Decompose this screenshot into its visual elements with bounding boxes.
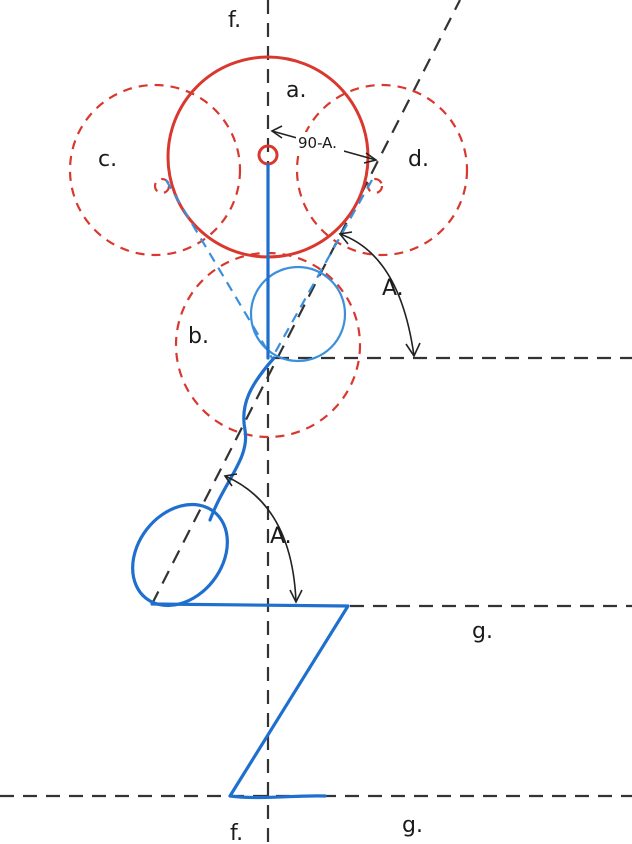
label-angle-lower: A. [270, 524, 292, 549]
dashed-link-to-c [165, 179, 273, 359]
arrowhead-upper-start [338, 231, 353, 245]
label-angle-upper: A. [382, 276, 404, 301]
circle-d [295, 83, 469, 257]
label-g-upper: g. [472, 619, 493, 644]
circle-c [68, 83, 242, 257]
label-f-top: f. [228, 8, 241, 33]
small-loop-right [366, 177, 384, 195]
hip-circle [249, 265, 347, 363]
label-90a-background [296, 132, 344, 152]
label-a: a. [286, 78, 306, 103]
label-d: d. [408, 147, 429, 172]
angle-arc-lower [224, 475, 297, 603]
knee-ellipse [131, 502, 229, 608]
arrowhead-lower-end [289, 589, 303, 604]
arrowhead-upper-end [405, 342, 421, 358]
arrowhead-90a-right [363, 152, 378, 164]
dashed-link-to-d [271, 179, 373, 359]
diagonal-line-body-axis [151, 0, 461, 605]
label-90-minus-a: 90-A. [298, 134, 337, 152]
leg-curve [208, 356, 276, 522]
label-f-bottom: f. [230, 821, 243, 844]
angle-arc-upper [339, 233, 415, 357]
zigzag-shin-foot [150, 602, 350, 800]
label-c: c. [98, 147, 117, 172]
label-b: b. [188, 324, 209, 349]
label-g-lower: g. [402, 813, 423, 838]
arrowhead-lower-start [223, 473, 238, 487]
arrowhead-90a-left [270, 125, 283, 139]
